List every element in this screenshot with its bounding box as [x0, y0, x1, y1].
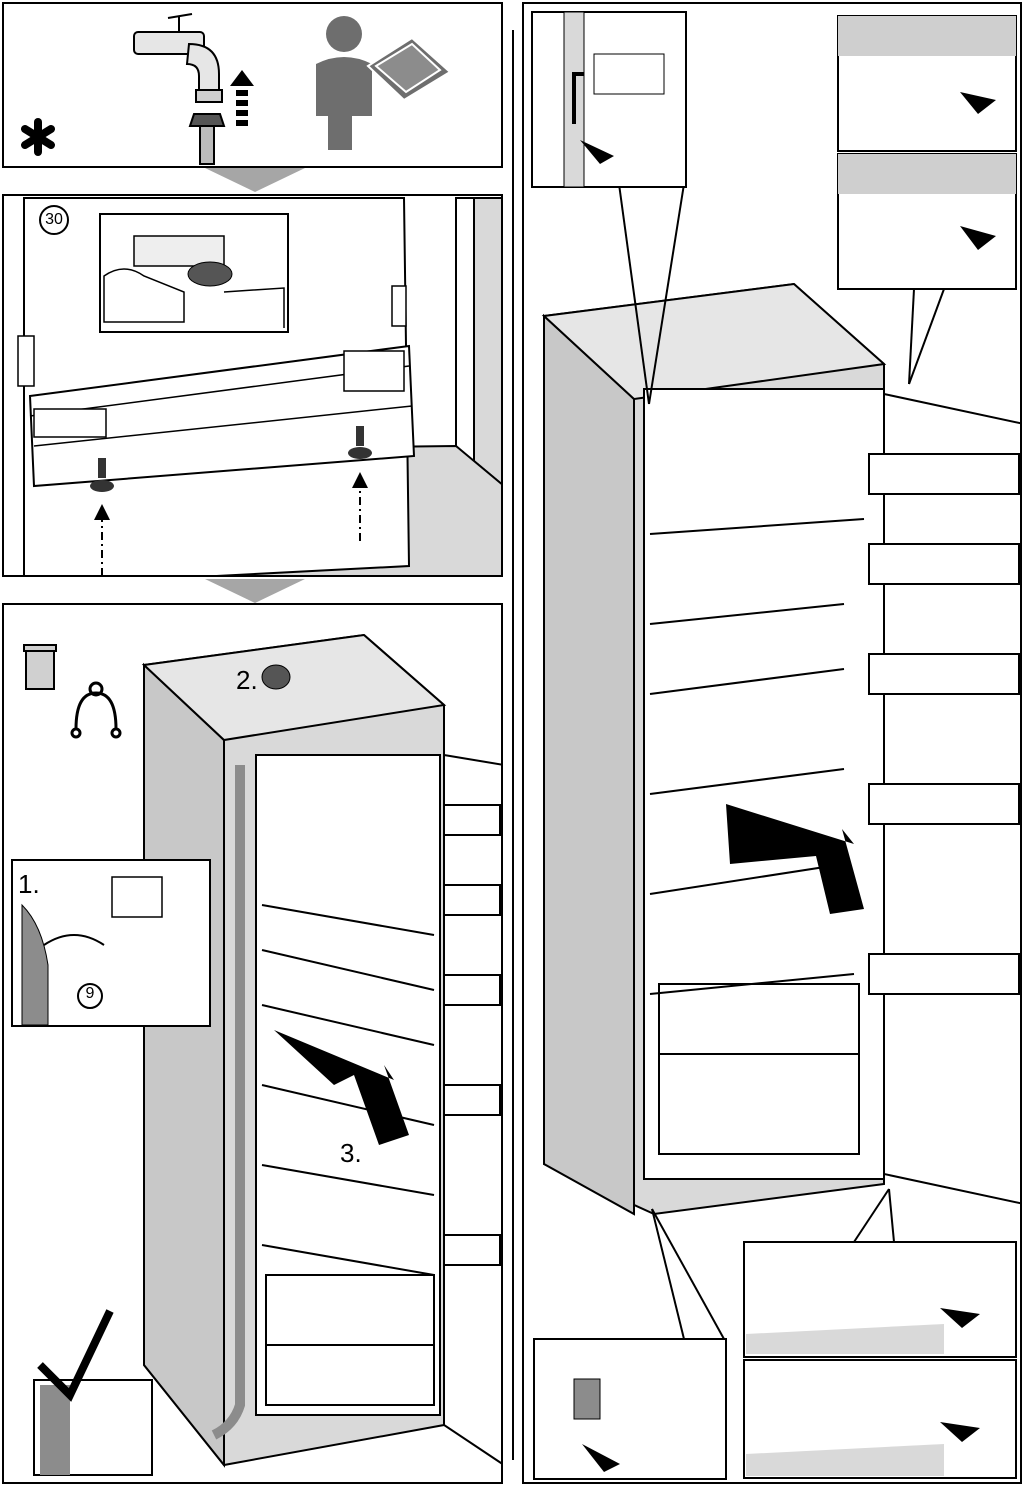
- asterisk-icon: [21, 118, 55, 156]
- panel-step-install-drawing: [11, 633, 501, 1476]
- big-arrow-icon: [274, 1030, 409, 1145]
- panel-step-screws: 30: [2, 194, 503, 577]
- read-manual-icon: [316, 16, 452, 150]
- panel-step-water: *: [2, 2, 503, 168]
- arrow-up-dashed-icon: [230, 70, 254, 126]
- panel-step-water-drawing: [21, 13, 452, 165]
- detail-top-left: [531, 11, 687, 188]
- step-badge-9: [77, 983, 103, 1009]
- label-1: 1.: [18, 869, 40, 899]
- panel-step-door: [522, 2, 1022, 1484]
- label-2: 2.: [236, 665, 258, 695]
- detail-bottom-left: [533, 1338, 727, 1480]
- panel-step-door-drawing: [531, 11, 1020, 1480]
- screw-arrow-icon: [101, 486, 361, 575]
- checkmark-icon: [37, 1309, 114, 1402]
- step-badge-label: 30: [45, 211, 63, 228]
- screw-icon: [90, 426, 372, 492]
- panel-step-screws-drawing: [17, 197, 501, 575]
- divider-line: [512, 30, 514, 1460]
- hook-icon: [70, 681, 122, 739]
- down-arrow-icon: [205, 168, 305, 192]
- step-badge-30: [39, 205, 69, 235]
- down-arrow-icon-2: [205, 579, 305, 603]
- big-arrow-icon-right: [726, 804, 864, 914]
- water-tap-icon: [133, 13, 226, 165]
- label-3: 3.: [340, 1138, 362, 1168]
- recycle-bin-icon: [23, 644, 57, 690]
- detail-inset-1: [11, 859, 211, 1027]
- panel-step-install: 1. 2. 3. 9: [2, 603, 503, 1484]
- badge-9-label: 9: [85, 985, 95, 1002]
